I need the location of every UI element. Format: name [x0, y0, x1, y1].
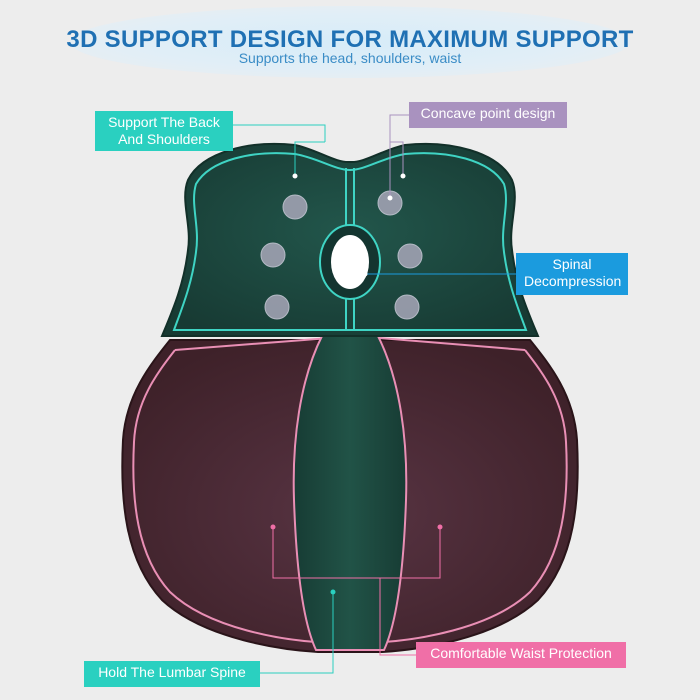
back-shoulders-leader [233, 124, 326, 176]
callout-back-shoulders: Support The Back And Shoulders [95, 111, 233, 151]
concave-points [260, 190, 423, 320]
page-title: 3D SUPPORT DESIGN FOR MAXIMUM SUPPORT [66, 26, 634, 53]
center-lumbar-strip [292, 335, 408, 651]
lumbar-leader [260, 592, 334, 674]
callout-spinal-line2: Decompression [524, 273, 622, 289]
lower-cushion-piping [132, 349, 568, 643]
waist-leader [272, 527, 441, 656]
callout-spinal-line1: Spinal [552, 256, 592, 272]
callout-spinal-decompression: Spinal Decompression [516, 253, 628, 295]
callout-waist-protection: Comfortable Waist Protection [416, 642, 626, 668]
header-glow [70, 6, 630, 78]
page-subtitle: Supports the head, shoulders, waist [238, 50, 462, 66]
callout-back-shoulders-line2: And Shoulders [118, 131, 210, 147]
callout-concave-point: Concave point design [409, 102, 567, 128]
callout-back-shoulders-line1: Support The Back [108, 114, 220, 130]
callout-lumbar-spine: Hold The Lumbar Spine [84, 661, 260, 687]
concave-leader [389, 114, 409, 198]
